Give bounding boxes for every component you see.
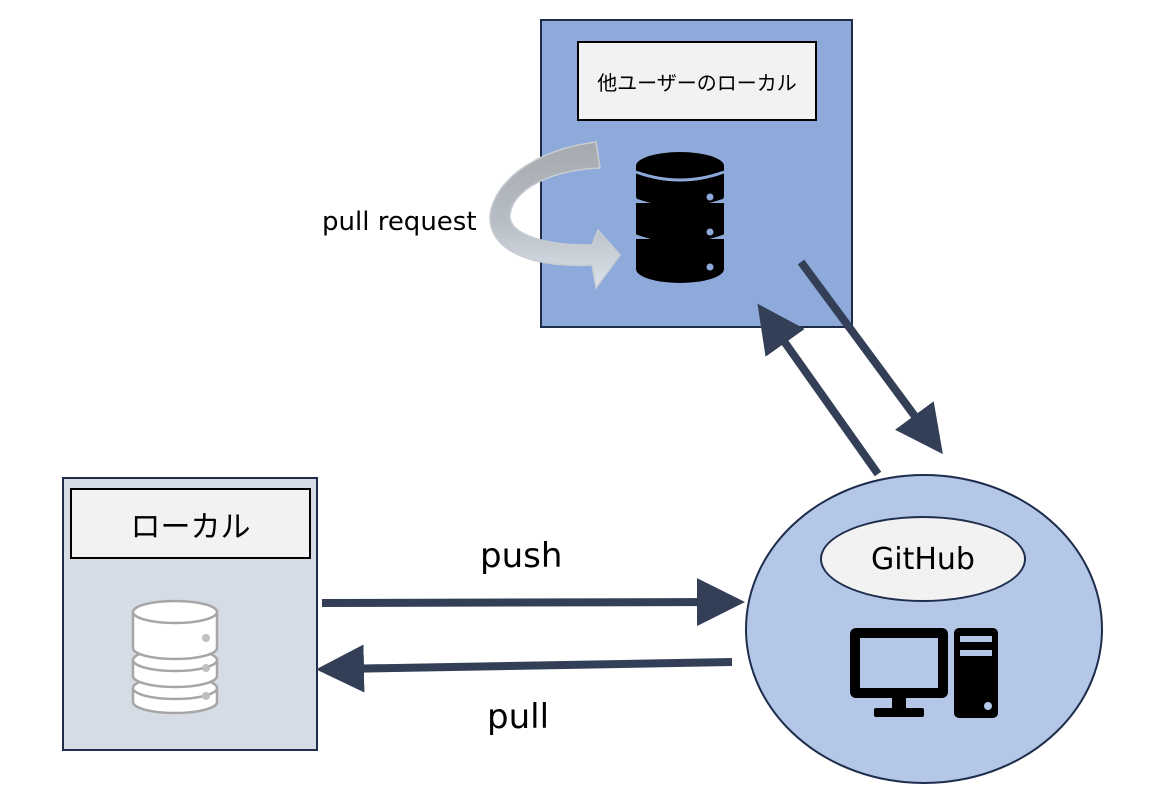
push-arrow bbox=[321, 578, 745, 627]
other-user-local-label: 他ユーザーのローカル bbox=[577, 41, 817, 121]
local-label: ローカル bbox=[70, 488, 311, 559]
github-to-other-arrow bbox=[757, 303, 882, 477]
github-label: GitHub bbox=[820, 516, 1026, 602]
database-icon bbox=[131, 599, 219, 715]
pull-arrow bbox=[316, 644, 733, 693]
other-to-github-arrow bbox=[797, 259, 943, 455]
pull-request-label: pull request bbox=[322, 207, 477, 237]
pull-label: pull bbox=[487, 697, 550, 737]
push-label: push bbox=[480, 536, 563, 576]
database-icon bbox=[635, 152, 725, 283]
desktop-computer-icon bbox=[850, 628, 998, 718]
